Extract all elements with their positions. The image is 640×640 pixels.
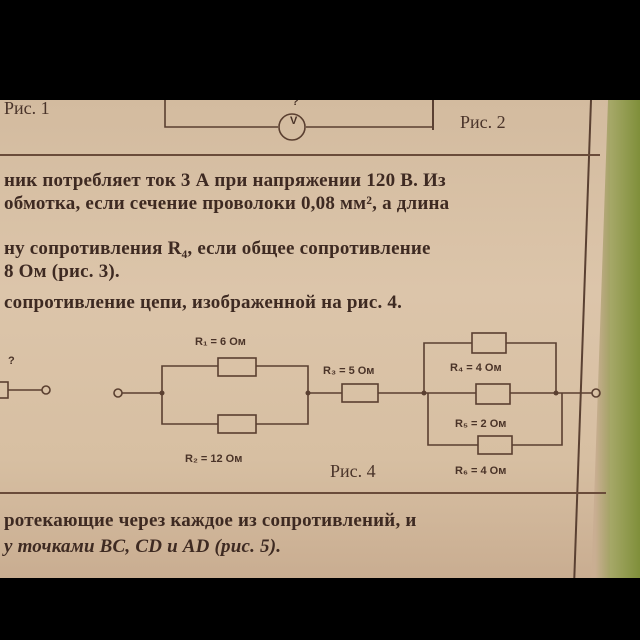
resistor-label-r1: R₁ = 6 Ом bbox=[195, 336, 246, 348]
fig2-caption: Рис. 2 bbox=[460, 112, 506, 132]
fig2-wires bbox=[164, 100, 432, 128]
fig2-voltmeter-symbol: V bbox=[290, 115, 298, 127]
resistor-label-r2: R₂ = 12 Ом bbox=[185, 453, 243, 465]
junction-node bbox=[421, 390, 427, 396]
problem-text-line: у точками BC, CD и AD (рис. 5). bbox=[4, 536, 282, 557]
fig3-unknown-mark: ? bbox=[8, 355, 15, 367]
fig1-caption: Рис. 1 bbox=[4, 100, 50, 118]
divider-bottom bbox=[0, 492, 606, 494]
resistor-label-r5: R₅ = 2 Ом bbox=[455, 418, 507, 430]
green-background bbox=[610, 100, 640, 578]
fig3-resistor-icon bbox=[0, 381, 9, 399]
resistor-r4-icon bbox=[471, 332, 507, 354]
resistor-r1-icon bbox=[217, 357, 257, 377]
circuit-diagrams bbox=[0, 100, 601, 455]
fig2-frame-right bbox=[432, 100, 434, 130]
fig4-caption: Рис. 4 bbox=[330, 461, 376, 481]
terminal-icon bbox=[591, 388, 601, 398]
problem-text-line: ник потребляет ток 3 А при напряжении 12… bbox=[4, 170, 446, 191]
resistor-label-r4: R₄ = 4 Ом bbox=[450, 362, 502, 374]
junction-node bbox=[159, 390, 165, 396]
resistor-label-r3: R₃ = 5 Ом bbox=[323, 365, 375, 377]
junction-node bbox=[553, 390, 559, 396]
fig2-voltmeter-icon bbox=[278, 113, 306, 141]
problem-text-line: сопротивление цепи, изображенной на рис.… bbox=[4, 292, 403, 313]
fig2-unknown-mark: ? bbox=[292, 100, 299, 108]
problem-text-line: обмотка, если сечение проволоки 0,08 мм²… bbox=[4, 193, 450, 214]
problem-text-line: ну сопротивления R₄, если общее сопротив… bbox=[4, 238, 431, 259]
resistor-label-r6: R₆ = 4 Ом bbox=[455, 465, 507, 477]
divider-top bbox=[0, 154, 600, 156]
terminal-icon bbox=[41, 385, 51, 395]
resistor-r5-icon bbox=[475, 383, 511, 405]
resistor-r2-icon bbox=[217, 414, 257, 434]
problem-text-line: ротекающие через каждое из сопротивлений… bbox=[4, 510, 417, 531]
resistor-r3-icon bbox=[341, 383, 379, 403]
terminal-icon bbox=[113, 388, 123, 398]
resistor-r6-icon bbox=[477, 435, 513, 455]
junction-node bbox=[305, 390, 311, 396]
problem-text-line: 8 Ом (рис. 3). bbox=[4, 261, 120, 282]
photo-of-textbook-page: Рис. 1 Рис. 2 Рис. 4 V ? ? ник потребляе… bbox=[0, 100, 640, 578]
